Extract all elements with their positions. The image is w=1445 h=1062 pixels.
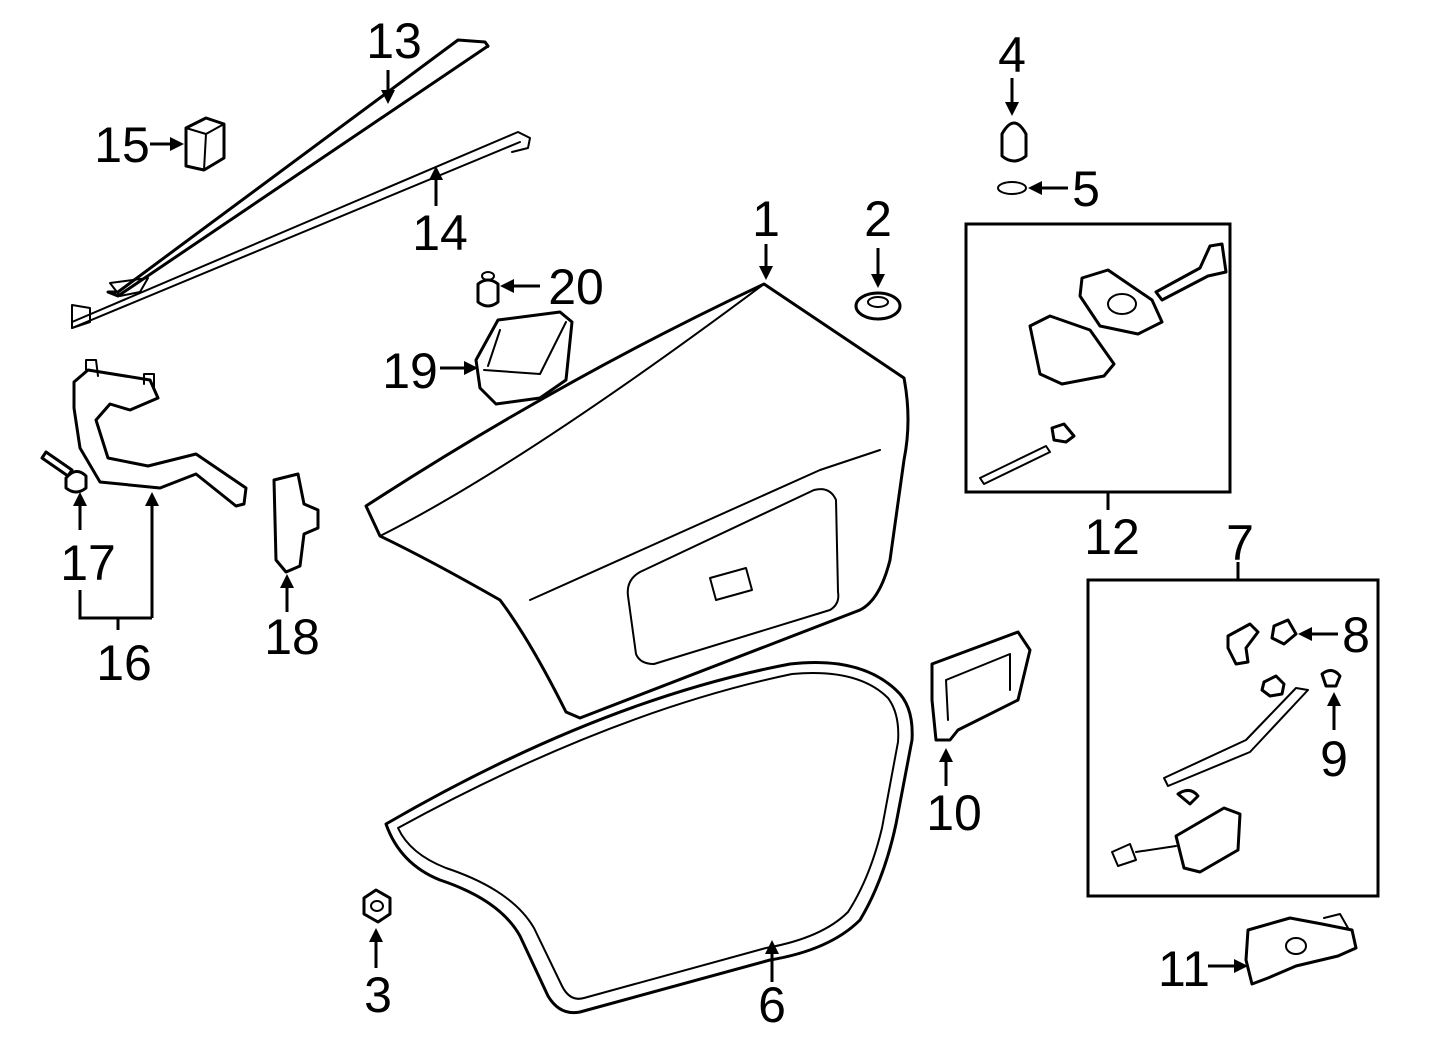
callout-5: 5 (1072, 161, 1100, 217)
part-11-latch[interactable] (1244, 913, 1358, 986)
part-14-torsion-bar[interactable] (71, 131, 531, 329)
callout-16: 16 (96, 635, 152, 691)
callout-11: 11 (1158, 941, 1210, 997)
part-2-grommet[interactable] (854, 291, 902, 321)
callout-4: 4 (998, 27, 1026, 83)
part-6-weatherstrip[interactable] (384, 660, 914, 1015)
part-7-latch-kit[interactable] (1086, 578, 1380, 898)
part-15-bumper[interactable] (184, 116, 226, 172)
callout-18: 18 (264, 609, 320, 665)
callout-12: 12 (1084, 509, 1140, 565)
part-9-clip[interactable] (1320, 669, 1342, 688)
callout-7: 7 (1226, 515, 1254, 571)
part-8-clip[interactable] (1270, 618, 1298, 646)
part-18-bracket[interactable] (272, 472, 320, 574)
callout-17: 17 (60, 535, 116, 591)
callout-15: 15 (94, 117, 150, 173)
part-5-o-ring[interactable] (997, 181, 1027, 195)
part-20-clip[interactable] (476, 271, 500, 308)
callout-9: 9 (1320, 731, 1348, 787)
part-17-bolt[interactable] (40, 450, 88, 494)
part-12-lock-cylinder-kit[interactable] (964, 222, 1232, 494)
callout-20: 20 (548, 259, 604, 315)
part-19-handle-cover[interactable] (474, 310, 574, 406)
part-1-trunk-lid[interactable] (364, 282, 910, 720)
callout-2: 2 (864, 191, 892, 247)
callout-19: 19 (382, 343, 438, 399)
callout-13: 13 (366, 13, 422, 69)
leader-lines (73, 70, 1341, 982)
part-10-lock-cover[interactable] (930, 630, 1032, 742)
part-16-hinge[interactable] (72, 359, 248, 508)
callout-labels: 1 2 3 4 5 6 7 8 9 10 11 12 13 14 15 16 1… (60, 13, 1370, 1033)
callout-14: 14 (412, 205, 468, 261)
callout-1: 1 (752, 191, 780, 247)
callout-8: 8 (1342, 607, 1370, 663)
part-4-bulb[interactable] (1000, 121, 1028, 163)
callout-10: 10 (926, 785, 982, 841)
part-13-torsion-bar[interactable] (106, 38, 490, 298)
part-3-nut[interactable] (362, 888, 392, 924)
callout-3: 3 (364, 967, 392, 1023)
callout-6: 6 (758, 977, 786, 1033)
